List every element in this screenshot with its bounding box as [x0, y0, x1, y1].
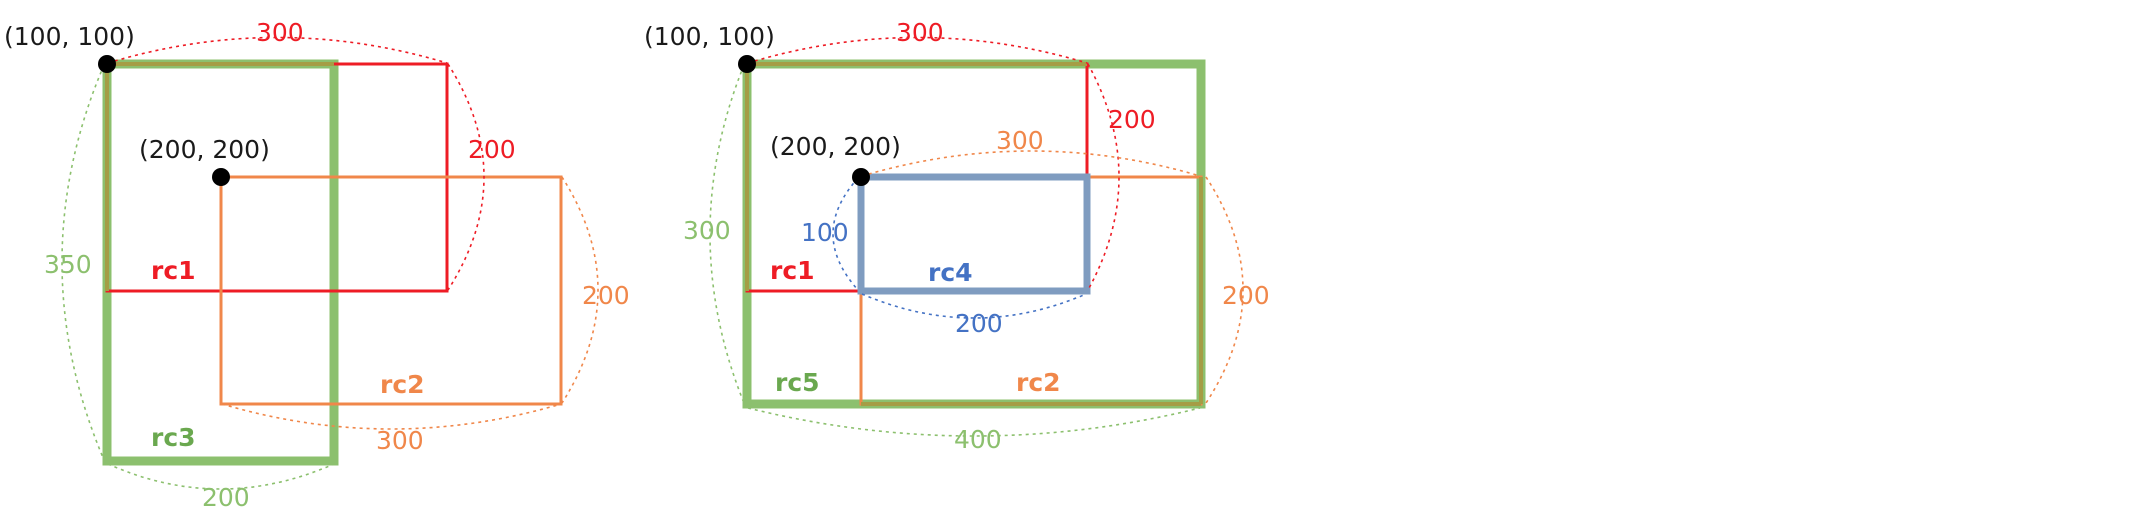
left-rc3-width-arc	[107, 463, 335, 490]
right-rc2-height-arc	[1205, 176, 1244, 404]
right-rc4-rect	[857, 173, 1091, 295]
right-rc5-label: rc5	[775, 368, 820, 397]
left-rc2-rect	[219, 175, 563, 406]
left-rc1-width-label: 300	[256, 18, 304, 47]
left-rc2-label: rc2	[380, 370, 425, 399]
left-rc2-width-label: 300	[376, 426, 424, 455]
right-point-b-dot	[852, 168, 870, 186]
right-rc4-width-label: 200	[955, 309, 1003, 338]
right-rc1-height-arc	[1087, 63, 1120, 291]
left-rc2-height-label: 200	[582, 281, 630, 310]
right-rc5-width-arc	[747, 407, 1201, 437]
left-rc3-width-label: 200	[202, 483, 250, 512]
right-rc4-width-arc	[861, 293, 1087, 319]
right-rc4-height-label: 100	[801, 218, 849, 247]
right-rc4-height-arc	[832, 177, 859, 291]
left-diagram: (100, 100) (200, 200) 300 200 200 300 35…	[4, 18, 630, 512]
right-rc2-width-label: 300	[996, 126, 1044, 155]
left-rc3-height-arc	[61, 64, 105, 461]
right-rc2-label: rc2	[1016, 368, 1061, 397]
left-rc1-height-label: 200	[468, 135, 516, 164]
left-rc2-height-arc	[561, 176, 599, 404]
right-rc2-width-arc	[861, 150, 1201, 177]
left-rc1-label: rc1	[151, 256, 196, 285]
right-point-b-label: (200, 200)	[770, 132, 901, 161]
right-rc4-label: rc4	[928, 258, 973, 287]
left-point-a-label: (100, 100)	[4, 22, 135, 51]
left-rc3-label: rc3	[151, 423, 196, 452]
right-rc1-label: rc1	[770, 256, 815, 285]
left-point-b-label: (200, 200)	[139, 135, 270, 164]
right-point-a-dot	[738, 55, 756, 73]
left-rc3-height-label: 350	[44, 250, 92, 279]
right-point-a-label: (100, 100)	[644, 22, 775, 51]
left-point-b-dot	[212, 168, 230, 186]
right-rc5-height-label: 300	[683, 216, 731, 245]
left-point-a-dot	[98, 55, 116, 73]
right-rc1-width-label: 300	[896, 18, 944, 47]
right-diagram: (100, 100) (200, 200) 300 200 300 200 10…	[644, 18, 1270, 454]
right-rc5-width-label: 400	[954, 425, 1002, 454]
right-rc1-height-label: 200	[1108, 105, 1156, 134]
right-rc2-height-label: 200	[1222, 281, 1270, 310]
left-rc1-height-arc	[447, 63, 485, 291]
